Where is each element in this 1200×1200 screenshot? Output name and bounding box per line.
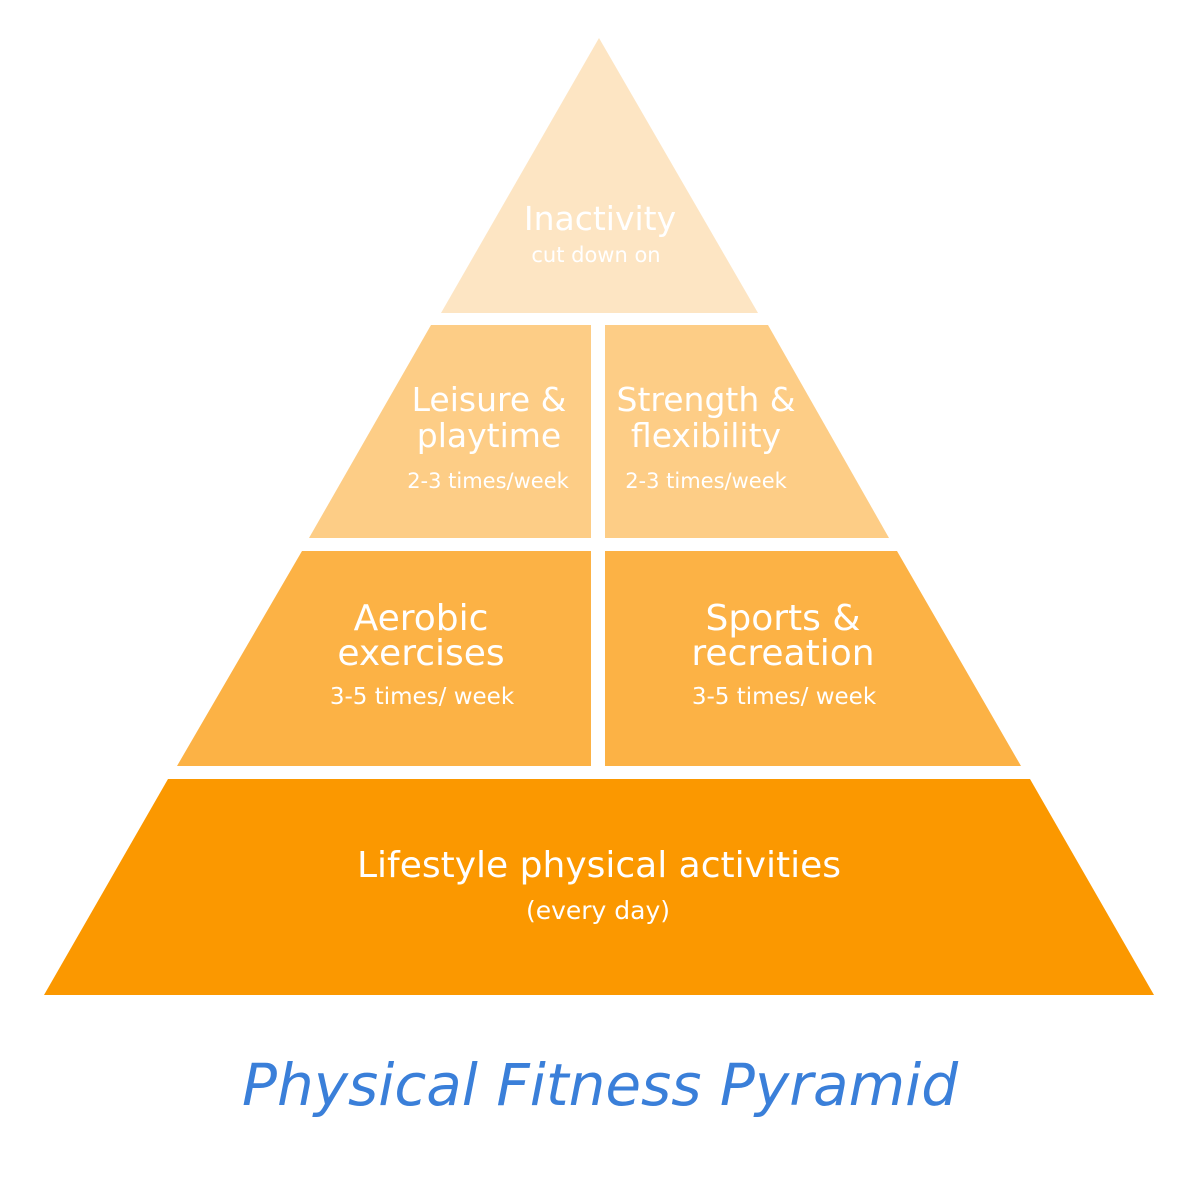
fitness-pyramid: Inactivity cut down on Leisure & playtim… [44, 38, 1154, 995]
tier-leisure-title-line1: Leisure & [412, 380, 567, 419]
tier-lifestyle-frequency: (every day) [526, 896, 670, 925]
tier-strength-frequency: 2-3 times/week [625, 469, 787, 493]
tier-sports-title-line2: recreation [691, 633, 874, 674]
tier-aerobic-title-line1: Aerobic [354, 598, 489, 639]
tier-sports-block [605, 551, 1021, 766]
tier-sports-title-line1: Sports & [706, 598, 861, 639]
tier-strength-title-line1: Strength & [617, 380, 796, 419]
tier-lifestyle-title: Lifestyle physical activities [357, 845, 841, 886]
tier-inactivity-block [441, 38, 758, 313]
diagram-caption: Physical Fitness Pyramid [241, 1051, 959, 1119]
tier-leisure-block [309, 325, 591, 538]
tier-aerobic-title-line2: exercises [337, 633, 504, 674]
tier-strength-title-line2: flexibility [631, 416, 781, 455]
tier-sports-frequency: 3-5 times/ week [692, 684, 877, 710]
tier-lifestyle-block [44, 779, 1154, 995]
tier-strength-block [605, 325, 889, 538]
tier-inactivity-title: Inactivity [524, 199, 676, 238]
tier-leisure-frequency: 2-3 times/week [407, 469, 569, 493]
tier-aerobic-frequency: 3-5 times/ week [330, 684, 515, 710]
tier-aerobic-block [177, 551, 591, 766]
tier-inactivity-frequency: cut down on [531, 243, 660, 267]
tier-leisure-title-line2: playtime [417, 416, 561, 455]
